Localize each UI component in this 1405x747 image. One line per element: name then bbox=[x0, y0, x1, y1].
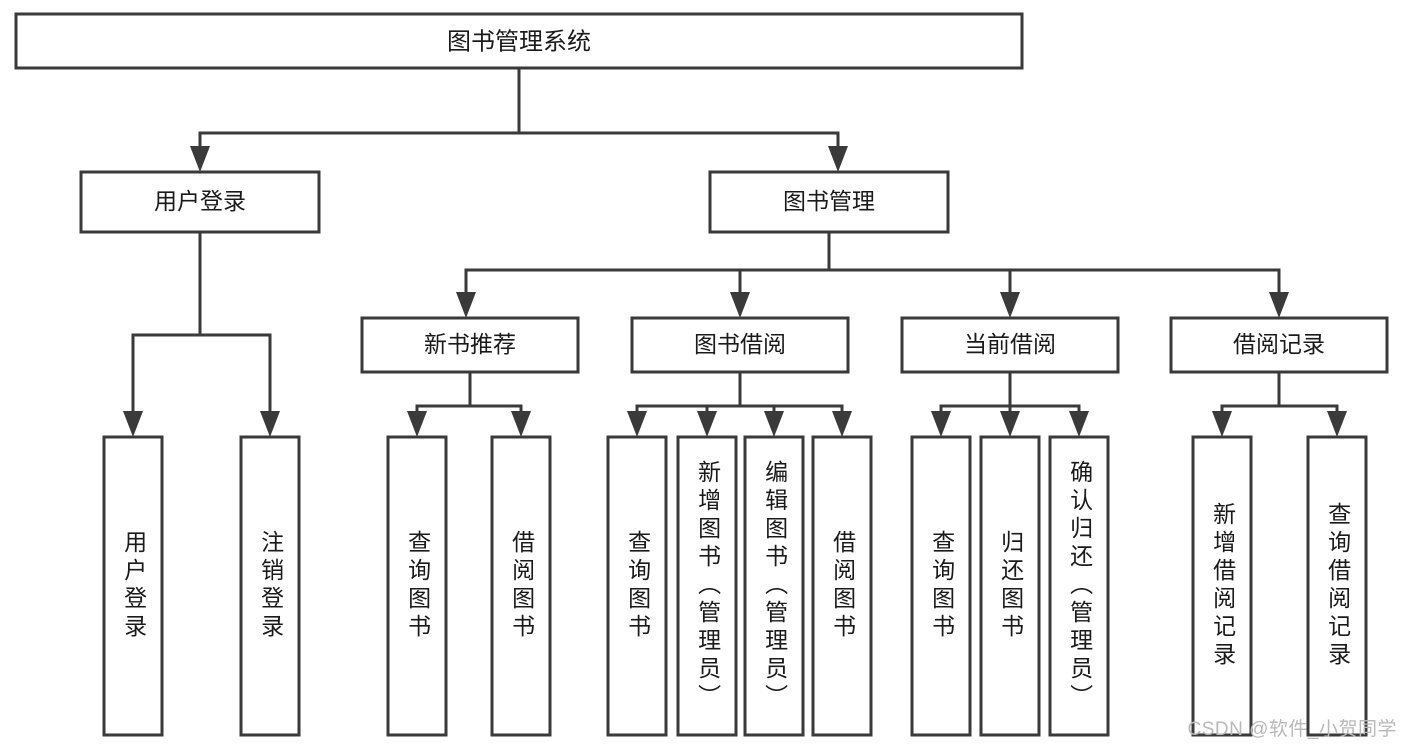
connector-borrowrecord-to-leaves bbox=[1212, 370, 1347, 437]
arrow-head-icon bbox=[190, 146, 210, 172]
connector-bookborrow-to-leaves bbox=[627, 370, 852, 437]
node-borrow-record-label: 借阅记录 bbox=[1233, 331, 1325, 357]
leaf-query-record-box[interactable] bbox=[1306, 435, 1368, 737]
arrow-head-icon bbox=[1000, 411, 1020, 437]
connector-root-to-level1 bbox=[190, 66, 848, 172]
node-root-box[interactable] bbox=[14, 12, 1024, 70]
arrow-head-icon bbox=[1069, 411, 1089, 437]
leaf-edit-book-box[interactable] bbox=[743, 435, 805, 737]
node-user-login[interactable]: 用户登录 bbox=[79, 170, 321, 234]
leaf-query-book-2-box[interactable] bbox=[606, 435, 668, 737]
node-book-borrow[interactable]: 图书借阅 bbox=[630, 316, 850, 374]
arrow-head-icon bbox=[123, 411, 143, 437]
node-new-book-rec-box[interactable] bbox=[360, 316, 580, 374]
leaf-query-book-1-box[interactable] bbox=[386, 435, 448, 737]
arrow-head-icon bbox=[456, 292, 476, 318]
node-borrow-record-box[interactable] bbox=[1169, 316, 1389, 374]
node-book-manage-box[interactable] bbox=[708, 170, 950, 234]
leaf-logout-box[interactable] bbox=[239, 435, 301, 737]
connector-userlogin-to-leaves bbox=[123, 230, 280, 437]
node-root-label: 图书管理系统 bbox=[447, 28, 591, 55]
leaf-borrow-book-1-box[interactable] bbox=[490, 435, 552, 737]
arrow-head-icon bbox=[730, 292, 750, 318]
arrow-head-icon bbox=[764, 411, 784, 437]
node-book-manage-label: 图书管理 bbox=[783, 188, 875, 214]
arrow-head-icon bbox=[627, 411, 647, 437]
arrow-head-icon bbox=[1269, 292, 1289, 318]
arrow-head-icon bbox=[260, 411, 280, 437]
arrow-head-icon bbox=[832, 411, 852, 437]
arrow-head-icon bbox=[828, 146, 848, 172]
connector-newbookrec-to-leaves bbox=[407, 370, 531, 437]
leaf-add-record-box[interactable] bbox=[1191, 435, 1253, 737]
leaf-return-book-box[interactable] bbox=[979, 435, 1041, 737]
leaf-add-book-box[interactable] bbox=[676, 435, 738, 737]
node-new-book-rec-label: 新书推荐 bbox=[424, 331, 516, 357]
connector-currentborrow-to-leaves bbox=[931, 370, 1089, 437]
node-user-login-box[interactable] bbox=[79, 170, 321, 234]
arrow-head-icon bbox=[1000, 292, 1020, 318]
leaf-boxes bbox=[102, 435, 1368, 737]
node-user-login-label: 用户登录 bbox=[154, 188, 246, 214]
arrow-head-icon bbox=[1327, 411, 1347, 437]
node-book-borrow-box[interactable] bbox=[630, 316, 850, 374]
leaf-confirm-return-box[interactable] bbox=[1048, 435, 1110, 737]
arrow-head-icon bbox=[931, 411, 951, 437]
leaf-borrow-book-2-box[interactable] bbox=[811, 435, 873, 737]
leaf-user-login-box[interactable] bbox=[102, 435, 164, 737]
arrow-head-icon bbox=[511, 411, 531, 437]
leaf-query-book-3-box[interactable] bbox=[910, 435, 972, 737]
node-book-borrow-label: 图书借阅 bbox=[694, 331, 786, 357]
connector-bookmanage-to-level2 bbox=[456, 230, 1289, 318]
node-current-borrow-box[interactable] bbox=[900, 316, 1120, 374]
watermark-text: CSDN @软件_小贺同学 bbox=[1187, 719, 1397, 740]
node-borrow-record[interactable]: 借阅记录 bbox=[1169, 316, 1389, 374]
arrow-head-icon bbox=[697, 411, 717, 437]
arrow-head-icon bbox=[407, 411, 427, 437]
arrow-head-icon bbox=[1212, 411, 1232, 437]
node-current-borrow[interactable]: 当前借阅 bbox=[900, 316, 1120, 374]
node-current-borrow-label: 当前借阅 bbox=[964, 331, 1056, 357]
node-new-book-rec[interactable]: 新书推荐 bbox=[360, 316, 580, 374]
node-book-manage[interactable]: 图书管理 bbox=[708, 170, 950, 234]
node-root[interactable]: 图书管理系统 bbox=[14, 12, 1024, 70]
